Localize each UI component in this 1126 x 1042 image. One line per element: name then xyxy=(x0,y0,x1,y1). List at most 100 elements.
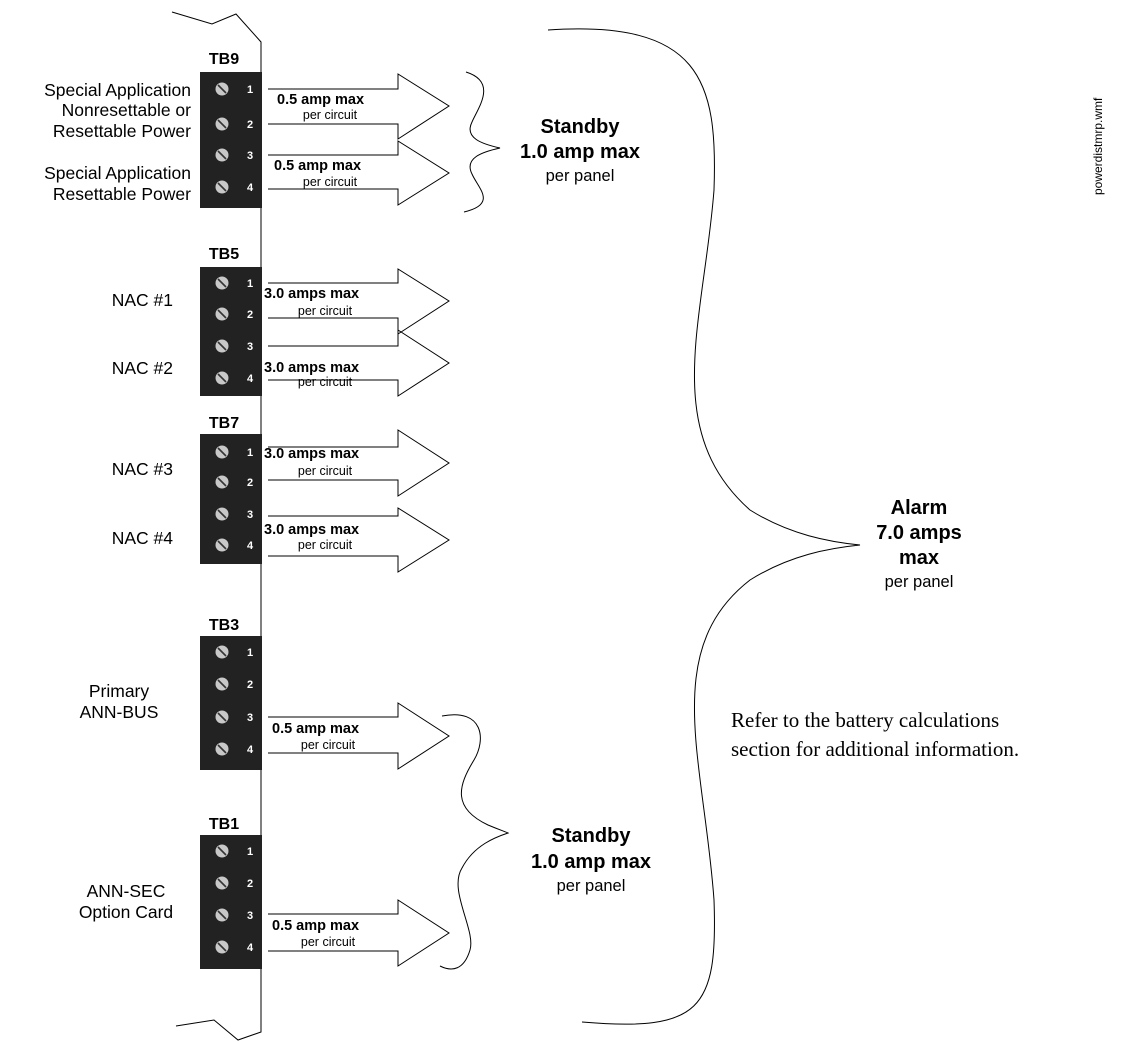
svg-text:0.5 amp max: 0.5 amp max xyxy=(277,92,364,108)
terminal-block-tb3: TB3 1 2 3 4 xyxy=(200,617,262,770)
terminal-block-tb1: TB1 1 2 3 4 xyxy=(200,816,262,969)
alarm-summary: Alarm 7.0 amps max per panel xyxy=(876,497,962,591)
svg-text:3.0 amps max: 3.0 amps max xyxy=(264,522,359,538)
terminal-number: 4 xyxy=(247,182,254,194)
terminal-1: 1 xyxy=(215,445,253,459)
svg-text:Nonresettable or: Nonresettable or xyxy=(62,100,192,120)
terminal-number: 2 xyxy=(247,119,253,131)
output-arrow: 3.0 amps max per circuit xyxy=(264,329,450,397)
circuit-label: NAC #4 xyxy=(112,528,174,548)
circuit-label: Primary ANN-BUS xyxy=(80,681,159,722)
circuit-label: NAC #3 xyxy=(112,459,173,479)
standby-bottom-summary: Standby 1.0 amp max per panel xyxy=(531,825,651,895)
svg-text:per circuit: per circuit xyxy=(298,375,353,389)
svg-text:3.0 amps max: 3.0 amps max xyxy=(264,286,359,302)
svg-text:Special Application: Special Application xyxy=(44,80,191,100)
svg-text:Resettable Power: Resettable Power xyxy=(53,121,191,141)
terminal-number: 2 xyxy=(247,309,253,321)
standby-top-summary: Standby 1.0 amp max per panel xyxy=(520,116,640,185)
terminal-number: 3 xyxy=(247,910,253,922)
terminal-3: 3 xyxy=(215,339,253,353)
svg-text:section for additional informa: section for additional information. xyxy=(731,737,1019,761)
svg-text:per panel: per panel xyxy=(546,167,615,185)
terminal-4: 4 xyxy=(215,940,254,954)
output-arrow: 3.0 amps max per circuit xyxy=(264,507,450,573)
svg-text:0.5 amp max: 0.5 amp max xyxy=(272,721,359,737)
terminal-number: 3 xyxy=(247,150,253,162)
terminal-number: 3 xyxy=(247,509,253,521)
svg-text:0.5 amp max: 0.5 amp max xyxy=(274,158,361,174)
terminal-block-body xyxy=(200,267,262,396)
block-name: TB1 xyxy=(209,816,239,833)
terminal-number: 3 xyxy=(247,341,253,353)
circuit-label: ANN-SEC Option Card xyxy=(79,881,173,922)
terminal-number: 1 xyxy=(247,84,253,96)
terminal-number: 3 xyxy=(247,712,253,724)
terminal-2: 2 xyxy=(215,475,253,489)
block-name: TB3 xyxy=(209,617,239,634)
block-name: TB9 xyxy=(209,51,239,68)
svg-text:Resettable Power: Resettable Power xyxy=(53,184,191,204)
terminal-number: 1 xyxy=(247,647,253,659)
output-arrow: 0.5 amp max per circuit xyxy=(268,899,450,967)
terminal-number: 1 xyxy=(247,278,253,290)
svg-text:per circuit: per circuit xyxy=(303,175,358,189)
output-arrow: 0.5 amp max per circuit xyxy=(268,702,450,770)
terminal-3: 3 xyxy=(215,908,253,922)
terminal-number: 4 xyxy=(247,744,254,756)
output-arrow: 0.5 amp max per circuit xyxy=(268,140,450,206)
terminal-block-tb5: TB5 1 2 3 4 xyxy=(200,246,262,396)
terminal-2: 2 xyxy=(215,677,253,691)
terminal-number: 1 xyxy=(247,846,253,858)
svg-text:per circuit: per circuit xyxy=(301,935,356,949)
svg-text:per panel: per panel xyxy=(557,877,626,895)
svg-text:per circuit: per circuit xyxy=(298,538,353,552)
terminal-4: 4 xyxy=(215,538,254,552)
terminal-number: 4 xyxy=(247,373,254,385)
alarm-brace xyxy=(547,28,861,1025)
svg-text:per circuit: per circuit xyxy=(298,464,353,478)
svg-text:per circuit: per circuit xyxy=(303,108,358,122)
circuit-label: Special Application Resettable Power xyxy=(44,163,191,204)
svg-text:Alarm: Alarm xyxy=(891,497,948,519)
terminal-block-tb9: TB9 1 2 3 4 xyxy=(200,51,262,208)
terminal-number: 4 xyxy=(247,942,254,954)
svg-text:3.0 amps max: 3.0 amps max xyxy=(264,446,359,462)
svg-text:1.0 amp max: 1.0 amp max xyxy=(520,141,640,163)
svg-text:Refer to the battery calculati: Refer to the battery calculations xyxy=(731,708,999,732)
terminal-1: 1 xyxy=(215,276,253,290)
terminal-1: 1 xyxy=(215,82,253,96)
circuit-label: NAC #1 xyxy=(112,290,173,310)
output-arrow: 3.0 amps max per circuit xyxy=(264,429,450,497)
svg-text:max: max xyxy=(899,547,939,569)
reference-note: Refer to the battery calculations sectio… xyxy=(731,708,1019,761)
standby-bottom-brace xyxy=(439,714,510,970)
svg-text:per circuit: per circuit xyxy=(301,738,356,752)
block-name: TB7 xyxy=(209,415,239,432)
svg-text:7.0 amps: 7.0 amps xyxy=(876,522,962,544)
terminal-block-body xyxy=(200,636,262,770)
svg-text:Special Application: Special Application xyxy=(44,163,191,183)
terminal-4: 4 xyxy=(215,371,254,385)
terminal-number: 4 xyxy=(247,540,254,552)
svg-text:0.5 amp max: 0.5 amp max xyxy=(272,918,359,934)
svg-text:Standby: Standby xyxy=(541,116,621,138)
circuit-label: Special Application Nonresettable or Res… xyxy=(44,80,191,141)
block-name: TB5 xyxy=(209,246,239,263)
output-arrow: 0.5 amp max per circuit xyxy=(268,73,450,140)
terminal-3: 3 xyxy=(215,507,253,521)
file-name: powerdistmrp.wmf xyxy=(1091,97,1105,195)
svg-text:3.0 amps max: 3.0 amps max xyxy=(264,360,359,376)
terminal-block-body xyxy=(200,72,262,208)
svg-text:1.0 amp max: 1.0 amp max xyxy=(531,851,651,873)
svg-text:ANN-SEC: ANN-SEC xyxy=(87,881,166,901)
terminal-block-body xyxy=(200,835,262,969)
svg-text:per panel: per panel xyxy=(885,573,954,591)
terminal-2: 2 xyxy=(215,117,253,131)
terminal-2: 2 xyxy=(215,307,253,321)
svg-text:ANN-BUS: ANN-BUS xyxy=(80,702,159,722)
terminal-4: 4 xyxy=(215,180,254,194)
svg-text:Standby: Standby xyxy=(552,825,632,847)
terminal-1: 1 xyxy=(215,645,253,659)
